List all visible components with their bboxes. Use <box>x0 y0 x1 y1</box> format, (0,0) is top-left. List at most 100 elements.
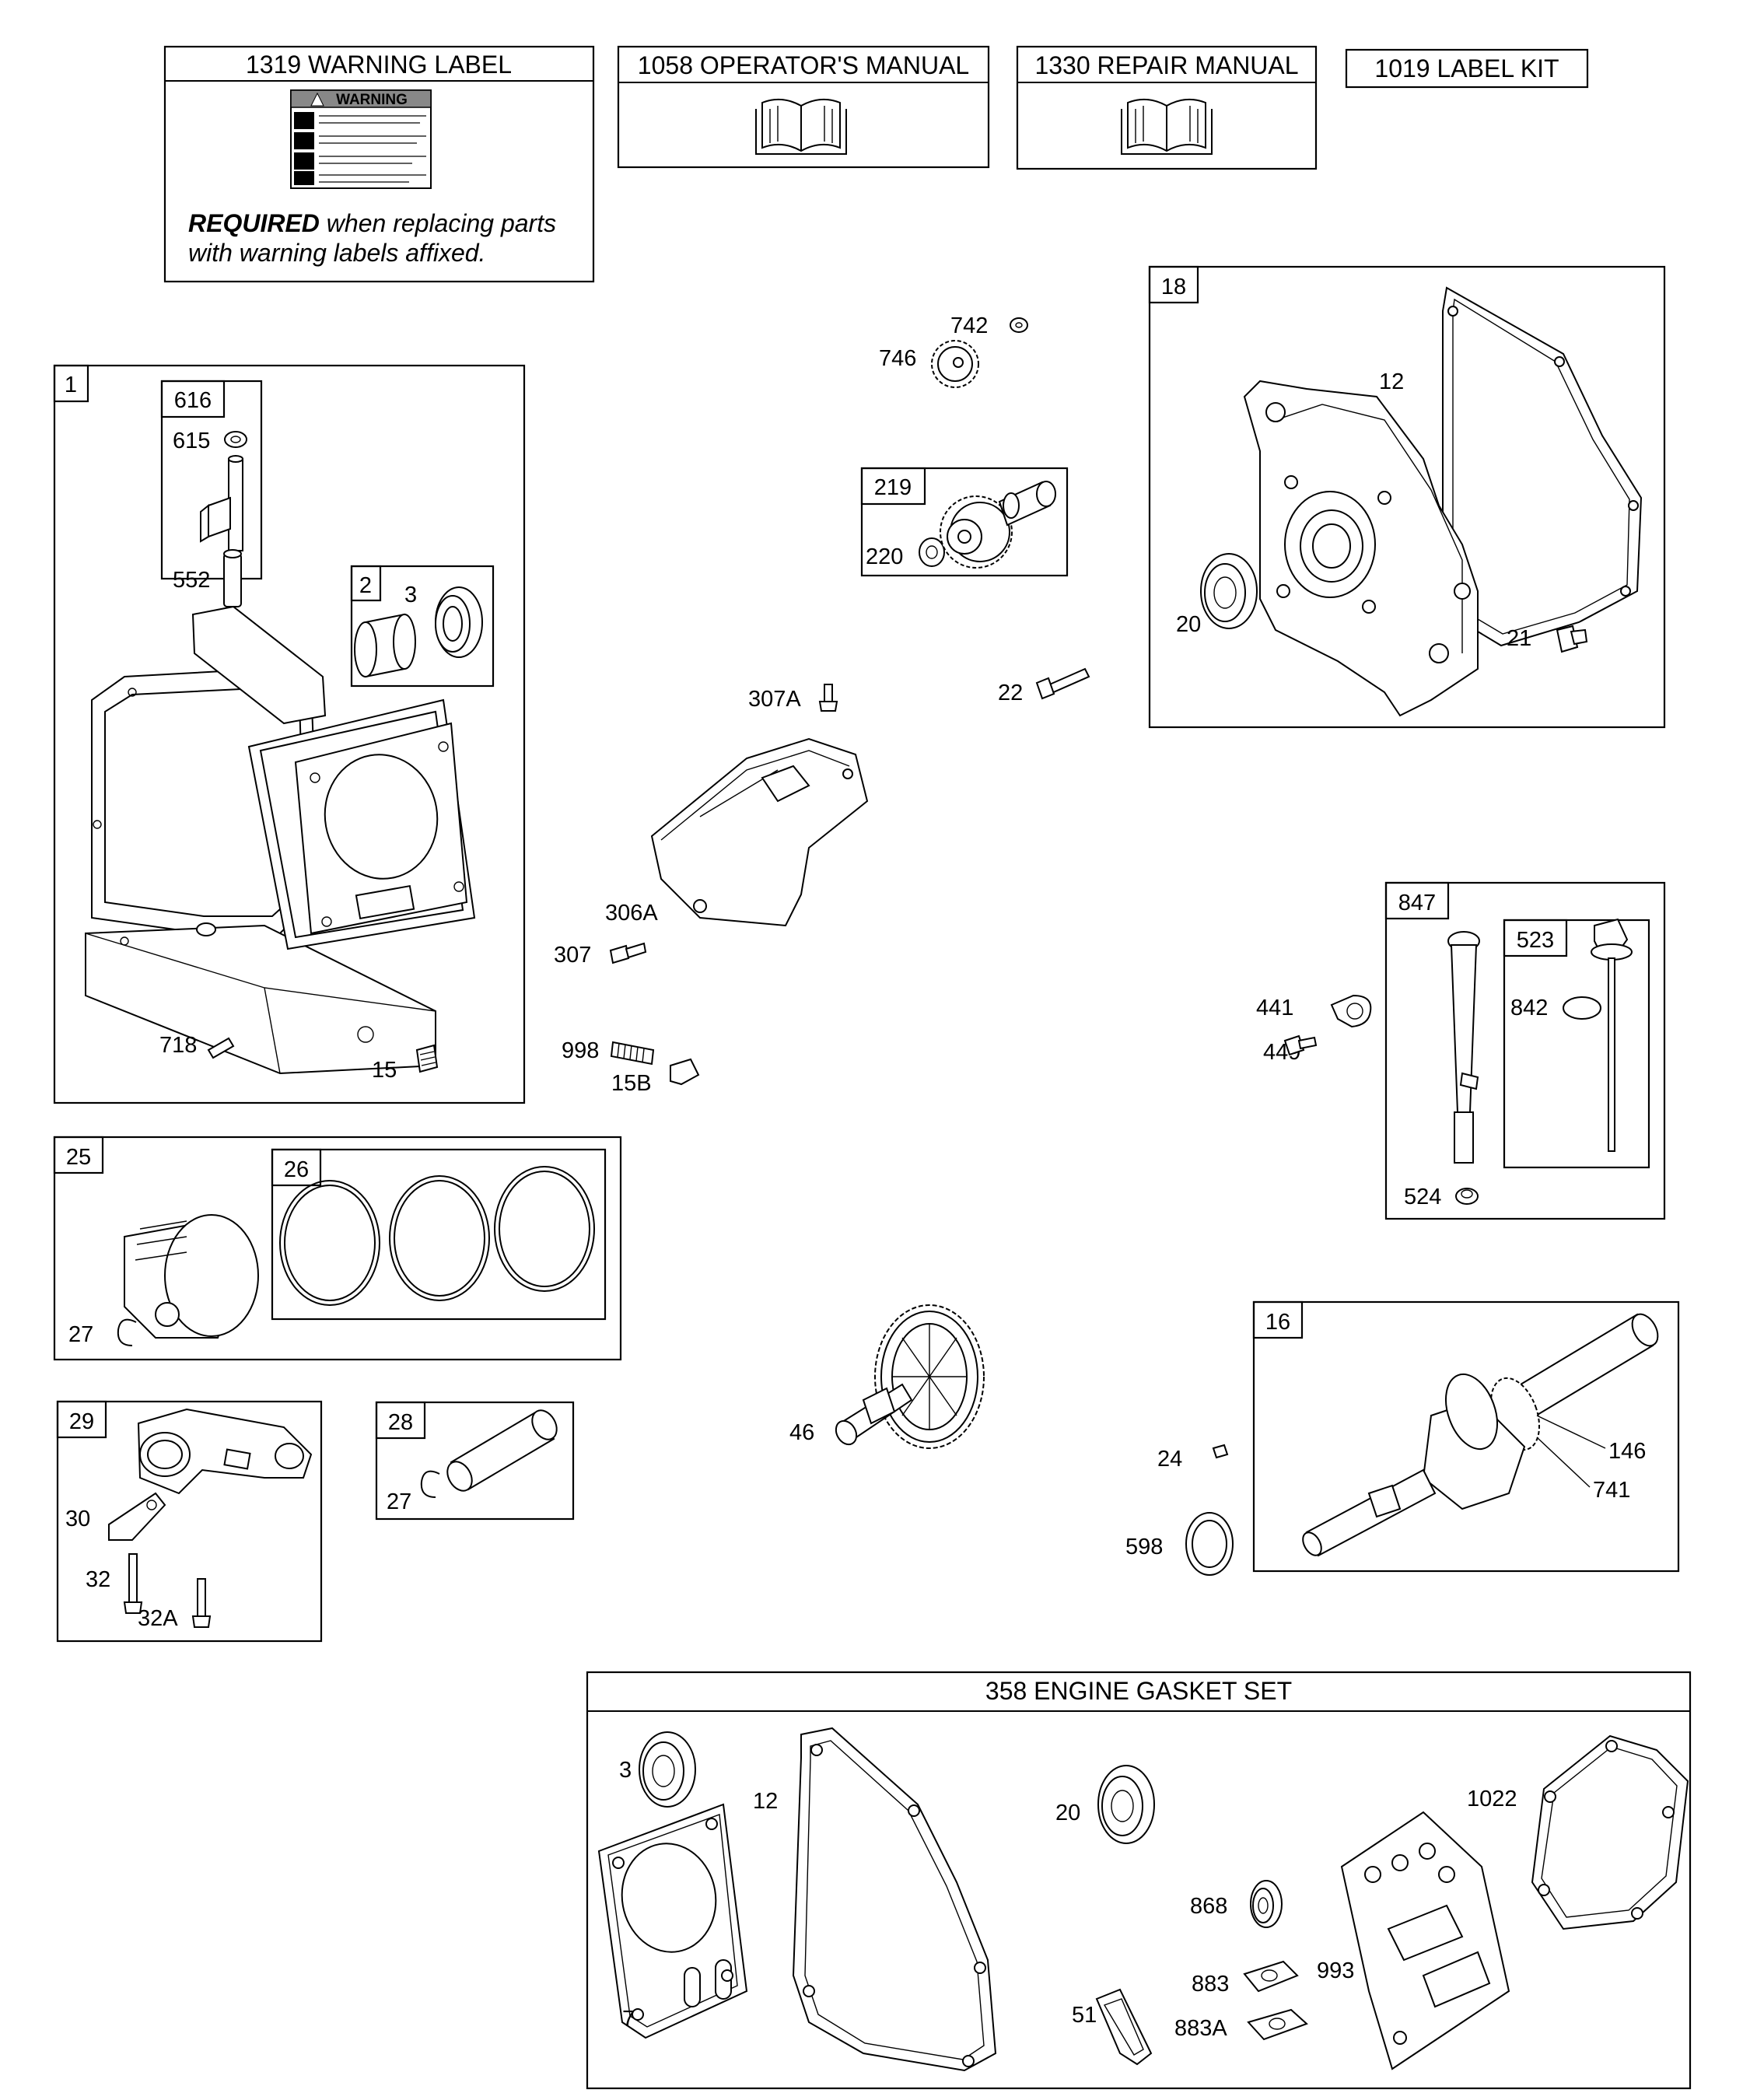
gasket-883 <box>1243 1960 1299 1993</box>
group-18-tag: 18 <box>1161 275 1186 299</box>
callout-21: 21 <box>1507 626 1531 651</box>
seal-868 <box>1250 1880 1283 1928</box>
seal-20 <box>1097 1765 1155 1844</box>
callout-12: 12 <box>1379 369 1404 394</box>
callout-718: 718 <box>159 1033 197 1058</box>
valve-cover-gasket-993 <box>1340 1811 1510 2070</box>
group-1-tag: 1 <box>65 373 77 397</box>
group-847-tag: 847 <box>1398 891 1436 915</box>
gasket-callout-51: 51 <box>1072 2003 1097 2028</box>
group-16-tag: 16 <box>1265 1310 1290 1335</box>
gasket-51 <box>1095 1988 1153 2066</box>
cylinder-block <box>85 605 476 1075</box>
group-219-box: 219 220 <box>860 467 1069 577</box>
warning-label-box: 1319 WARNING LABEL WARNING REQUIRED when… <box>163 45 595 283</box>
callout-15: 15 <box>372 1058 397 1083</box>
crankcase-gasket-12 <box>792 1727 997 2072</box>
shaft-219 <box>998 481 1056 527</box>
connecting-rod <box>137 1408 313 1495</box>
gasket-callout-993: 993 <box>1317 1958 1354 1983</box>
screw-307 <box>609 942 647 964</box>
guide-pin-552 <box>223 549 242 607</box>
gear-746 <box>931 340 979 388</box>
bolt-32A <box>191 1578 212 1628</box>
plug-15B <box>670 1058 700 1086</box>
gasket-callout-883: 883 <box>1192 1972 1229 1997</box>
group-28-piston-pin: 28 27 <box>375 1401 575 1521</box>
callout-32A: 32A <box>138 1606 178 1631</box>
gasket-callout-1022: 1022 <box>1467 1787 1517 1811</box>
washer-220 <box>919 537 945 567</box>
oil-dipper-30 <box>108 1492 166 1541</box>
gasket-callout-7: 7 <box>622 2007 635 2032</box>
retainer-clip-27 <box>117 1318 137 1346</box>
retainer-clip-27 <box>420 1470 440 1498</box>
bushing-2 <box>354 613 416 678</box>
repair-manual-box: 1330 REPAIR MANUAL <box>1016 45 1318 170</box>
operator-manual-title: 1058 OPERATOR'S MANUAL <box>638 51 969 79</box>
callout-220: 220 <box>866 544 903 569</box>
o-ring-842 <box>1563 996 1601 1020</box>
callout-20: 20 <box>1176 612 1201 637</box>
group-26-box: 26 <box>271 1148 607 1321</box>
group-847-dipstick-tube: 847 523 842 524 <box>1384 881 1666 1220</box>
dipstick-tube <box>1447 931 1480 1164</box>
group-219-tag: 219 <box>874 475 912 500</box>
gasket-12 <box>1442 286 1643 647</box>
callout-22: 22 <box>998 681 1023 705</box>
key-24 <box>1212 1444 1229 1459</box>
callout-552: 552 <box>173 568 210 593</box>
callout-146: 146 <box>1608 1439 1646 1464</box>
group-2-box: 2 3 <box>350 565 495 688</box>
warning-note-line2: with warning labels affixed. <box>188 239 485 267</box>
gear-219 <box>940 495 1013 569</box>
piston-rings <box>279 1166 595 1306</box>
callout-524: 524 <box>1404 1185 1441 1209</box>
camshaft-46 <box>835 1304 985 1449</box>
callout-27-piston: 27 <box>68 1322 93 1347</box>
callout-24: 24 <box>1157 1447 1182 1472</box>
piston <box>124 1214 259 1339</box>
warning-label-title: 1319 WARNING LABEL <box>246 51 512 79</box>
callout-598: 598 <box>1125 1535 1163 1559</box>
callout-30: 30 <box>65 1507 90 1531</box>
engine-gasket-set-box: 358 ENGINE GASKET SET 3 7 12 <box>586 1671 1692 2090</box>
head-gasket-7 <box>597 1803 748 2039</box>
group-25-tag: 25 <box>66 1145 91 1170</box>
callout-746: 746 <box>879 346 916 371</box>
group-28-tag: 28 <box>388 1410 413 1435</box>
callout-307: 307 <box>554 943 591 968</box>
group-616-box: 616 615 <box>160 380 263 580</box>
bolt-32 <box>123 1553 143 1614</box>
group-2-tag: 2 <box>359 573 372 598</box>
callout-15B: 15B <box>611 1071 652 1096</box>
clamp-441 <box>1330 994 1372 1028</box>
gasket-set-title: 358 ENGINE GASKET SET <box>985 1677 1292 1705</box>
callout-32: 32 <box>86 1567 110 1592</box>
gasket-callout-20: 20 <box>1055 1801 1080 1825</box>
plug-21 <box>1556 625 1588 653</box>
group-26-tag: 26 <box>284 1157 309 1182</box>
screw-307A <box>818 684 838 712</box>
warning-sticker-image: WARNING <box>290 89 432 189</box>
callout-742: 742 <box>950 313 988 338</box>
washer-598 <box>1185 1512 1234 1576</box>
group-29-connecting-rod: 29 30 32 32A <box>56 1400 323 1643</box>
group-29-tag: 29 <box>69 1409 94 1434</box>
group-523-tag: 523 <box>1517 928 1554 953</box>
dowel-pin-718 <box>207 1037 235 1059</box>
rocker-cover-gasket-1022 <box>1531 1734 1689 1930</box>
warning-sticker-heading: WARNING <box>336 92 408 108</box>
dipstick-523 <box>1591 918 1633 1152</box>
repair-manual-title: 1330 REPAIR MANUAL <box>1034 51 1298 79</box>
book-icon <box>1121 98 1213 155</box>
gasket-callout-883A: 883A <box>1174 2016 1227 2041</box>
callout-3: 3 <box>404 583 417 607</box>
callout-306A: 306A <box>605 901 658 926</box>
air-guide-306A <box>650 737 869 927</box>
group-523-box: 523 842 <box>1503 918 1650 1169</box>
seal-3 <box>639 1731 696 1808</box>
breather-tube-616 <box>200 455 243 551</box>
book-icon <box>755 98 847 155</box>
stud-998 <box>610 1041 655 1066</box>
